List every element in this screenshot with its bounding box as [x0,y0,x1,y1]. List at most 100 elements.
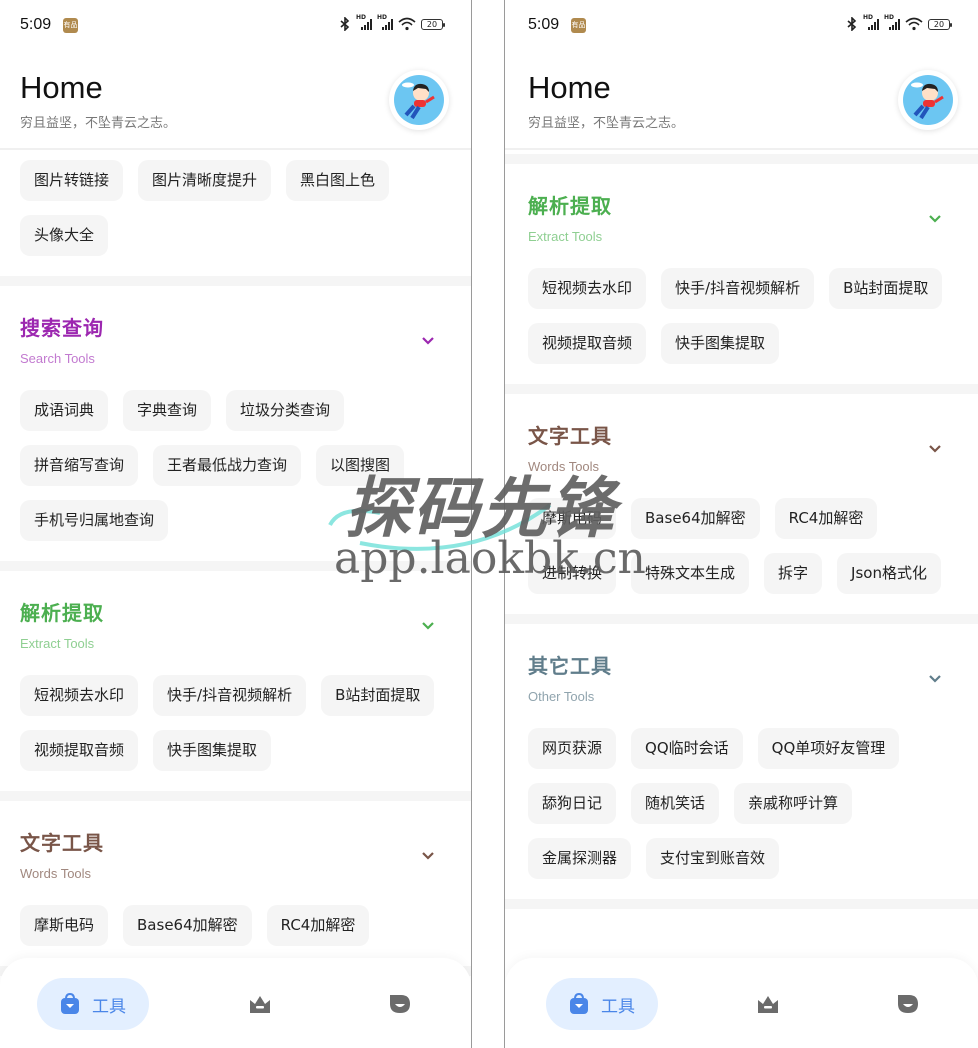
nav-tab-profile[interactable] [888,978,928,1030]
page-header: Home 穷且益坚，不坠青云之志。 [505,52,978,150]
chevron-down-icon[interactable] [928,212,942,226]
phone-left: 5:09 有品 HD HD 20 Home 穷且益坚，不坠青云之志。 [0,0,472,1048]
tool-chip[interactable]: 视频提取音频 [528,323,647,364]
tool-chip[interactable]: B站封面提取 [321,675,435,716]
avatar[interactable] [389,70,449,130]
tool-chip[interactable]: 网页获源 [528,728,617,769]
status-bar: 5:09 有品 HD HD 20 [505,0,978,52]
tool-chip[interactable]: 拼音缩写查询 [20,445,139,486]
nav-tab-tools[interactable]: 工具 [37,978,149,1030]
tool-chip[interactable]: 快手/抖音视频解析 [661,268,815,309]
tool-chip[interactable]: 头像大全 [20,215,109,256]
chip-group: 摩斯电码 Base64加解密 RC4加解密 进制转换 特殊文本生成 拆字 Jso… [528,498,958,614]
status-time: 5:09 [528,16,560,33]
chevron-down-icon[interactable] [421,849,435,863]
tool-chip[interactable]: 图片转链接 [20,160,124,201]
section-subtitle: Extract Tools [20,636,95,651]
tool-chip[interactable]: 摩斯电码 [20,905,109,946]
tool-chip[interactable]: 短视频去水印 [20,675,139,716]
tool-chip[interactable]: 舔狗日记 [528,783,617,824]
tool-chip[interactable]: 王者最低战力查询 [153,445,302,486]
tool-chip[interactable]: RC4加解密 [774,498,878,539]
nav-tab-tools[interactable]: 工具 [546,978,658,1030]
section-title: 其它工具 [528,654,612,678]
nav-tab-vip[interactable] [240,978,280,1030]
nav-tab-profile[interactable] [380,978,420,1030]
page-title: Home [528,70,611,105]
signal-1-icon: HD [356,14,372,30]
tool-chip[interactable]: 摩斯电码 [528,498,617,539]
section-header[interactable]: 解析提取 Extract Tools [20,571,451,675]
section-extract-tools: 解析提取 Extract Tools 短视频去水印 快手/抖音视频解析 B站封面… [505,164,978,394]
tools-bag-icon [570,993,588,1014]
status-icons: HD HD 20 [339,14,445,31]
tool-chip[interactable]: 字典查询 [123,390,212,431]
section-subtitle: Words Tools [528,459,600,474]
avatar-image [903,75,953,125]
tool-chip[interactable]: 拆字 [764,553,823,594]
tool-chip[interactable]: 垃圾分类查询 [226,390,345,431]
signal-2-icon: HD [884,14,900,30]
section-title: 文字工具 [528,424,612,448]
section-title: 文字工具 [20,831,104,855]
section-header[interactable]: 文字工具 Words Tools [528,394,958,498]
nav-tab-label: 工具 [601,996,635,1017]
section-subtitle: Words Tools [20,866,92,881]
tool-chip[interactable]: Base64加解密 [631,498,760,539]
tool-chip[interactable]: 短视频去水印 [528,268,647,309]
tools-list[interactable]: 图片转链接 图片清晰度提升 黑白图上色 头像大全 搜索查询 Search Too… [0,152,471,1048]
tool-chip[interactable]: Base64加解密 [123,905,252,946]
page-subtitle: 穷且益坚，不坠青云之志。 [528,116,685,131]
tool-chip[interactable]: 视频提取音频 [20,730,139,771]
chip-group: 成语词典 字典查询 垃圾分类查询 拼音缩写查询 王者最低战力查询 以图搜图 手机… [20,390,451,561]
tool-chip[interactable]: 快手图集提取 [153,730,272,771]
nav-tab-vip[interactable] [748,978,788,1030]
nav-tab-label: 工具 [92,996,126,1017]
chevron-down-icon[interactable] [928,442,942,456]
tool-chip[interactable]: 特殊文本生成 [631,553,750,594]
avatar[interactable] [898,70,958,130]
section-header[interactable]: 其它工具 Other Tools [528,624,958,728]
wifi-icon [905,17,923,31]
section-subtitle: Extract Tools [528,229,603,244]
tool-chip[interactable]: 快手/抖音视频解析 [153,675,307,716]
tool-chip[interactable]: 金属探测器 [528,838,632,879]
tool-chip[interactable]: 图片清晰度提升 [138,160,272,201]
tools-bag-icon [61,993,79,1014]
battery-icon: 20 [421,18,445,30]
section-header[interactable]: 搜索查询 Search Tools [20,286,451,390]
flying-boy-icon [402,82,435,120]
tool-chip[interactable]: 成语词典 [20,390,109,431]
chip-group: 短视频去水印 快手/抖音视频解析 B站封面提取 视频提取音频 快手图集提取 [528,268,958,384]
bluetooth-icon [847,17,857,31]
tool-chip[interactable]: 快手图集提取 [661,323,780,364]
tool-chip[interactable]: 随机笑话 [631,783,720,824]
tool-chip[interactable]: 手机号归属地查询 [20,500,169,541]
tool-chip[interactable]: 支付宝到账音效 [646,838,780,879]
phone-right: 5:09 有品 HD HD 20 Home 穷且益坚，不坠青云之志。 [504,0,978,1048]
signal-1-icon: HD [863,14,879,30]
bottom-nav: 工具 [0,958,471,1048]
section-other-tools: 其它工具 Other Tools 网页获源 QQ临时会话 QQ单项好友管理 舔狗… [505,624,978,909]
chevron-down-icon[interactable] [928,672,942,686]
tool-chip[interactable]: RC4加解密 [266,905,370,946]
tool-chip[interactable]: Json格式化 [837,553,941,594]
tool-chip[interactable]: 以图搜图 [316,445,405,486]
profile-icon [390,995,410,1013]
tools-list[interactable]: 解析提取 Extract Tools 短视频去水印 快手/抖音视频解析 B站封面… [505,154,978,1048]
chip-group: 图片转链接 图片清晰度提升 黑白图上色 头像大全 [20,160,451,276]
tool-chip[interactable]: QQ临时会话 [631,728,743,769]
tool-chip[interactable]: 黑白图上色 [286,160,390,201]
youpin-badge-icon: 有品 [63,18,78,33]
tool-chip[interactable]: QQ单项好友管理 [757,728,900,769]
crown-icon [758,996,778,1013]
section-header[interactable]: 文字工具 Words Tools [20,801,451,905]
tool-chip[interactable]: B站封面提取 [829,268,943,309]
tool-chip[interactable]: 进制转换 [528,553,617,594]
section-subtitle: Search Tools [20,351,95,366]
chevron-down-icon[interactable] [421,334,435,348]
tool-chip[interactable]: 亲戚称呼计算 [734,783,853,824]
section-header[interactable]: 解析提取 Extract Tools [528,164,958,268]
chevron-down-icon[interactable] [421,619,435,633]
